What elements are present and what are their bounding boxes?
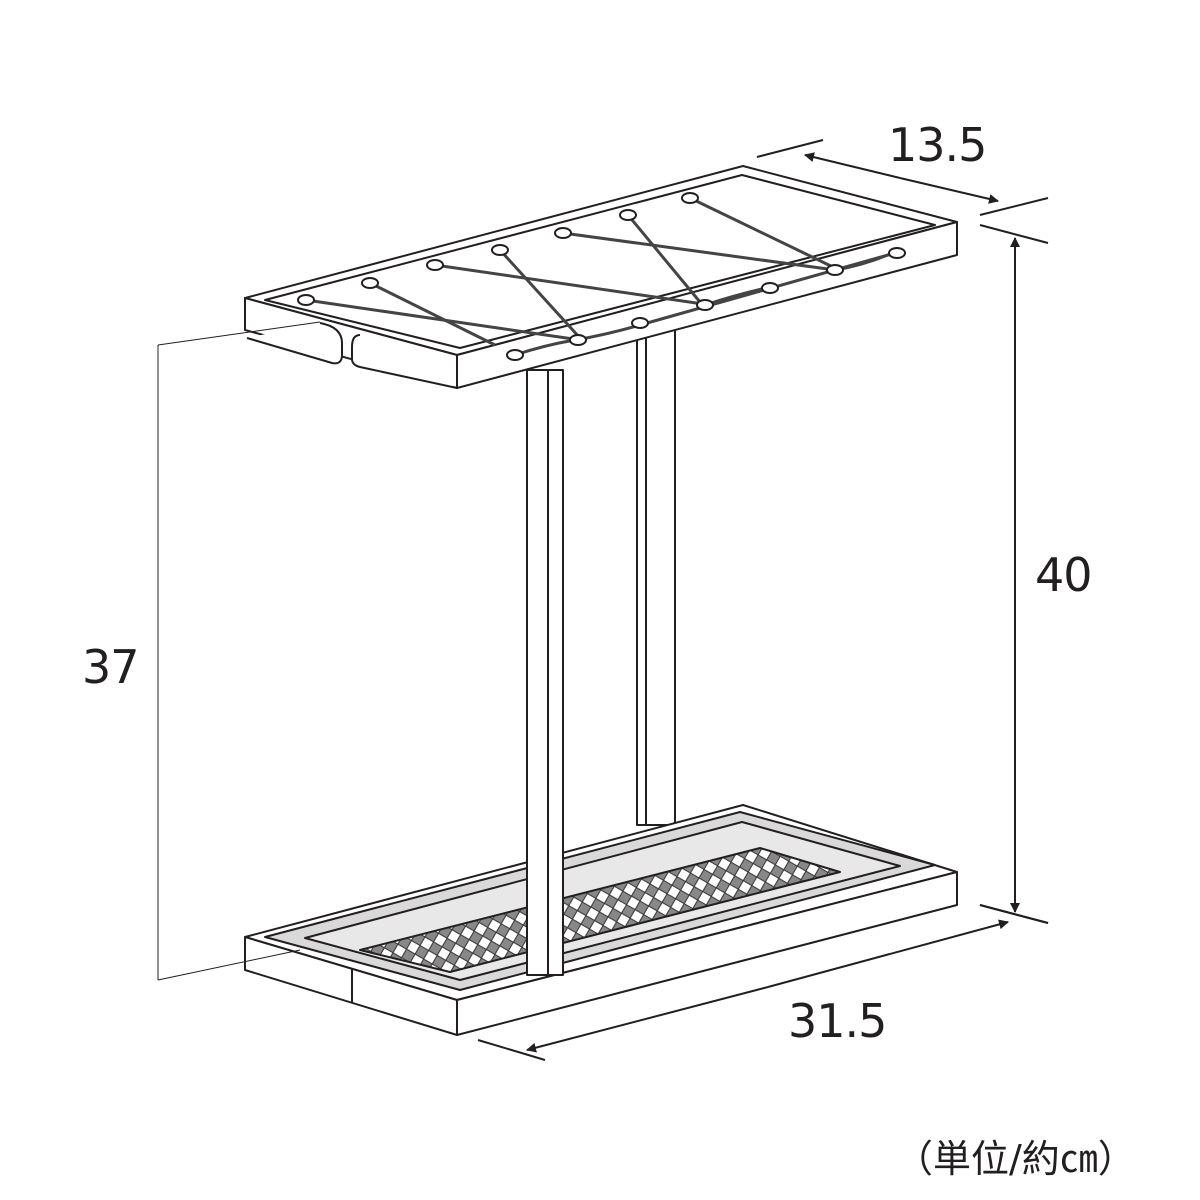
width-label: 31.5 [788,994,887,1048]
front-post [526,369,564,976]
depth-dimension-line [756,139,1049,216]
cord-holes [297,192,906,361]
tray-height-label: 37 [82,640,140,694]
tray-height-dimension-line [157,321,321,981]
bottom-tray [244,804,958,1036]
unit-note: （単位/約㎝） [895,1137,1136,1181]
width-dimension-line [477,904,1049,1061]
top-frame [244,165,958,389]
depth-label: 13.5 [888,118,987,172]
height-label: 40 [1035,548,1093,602]
